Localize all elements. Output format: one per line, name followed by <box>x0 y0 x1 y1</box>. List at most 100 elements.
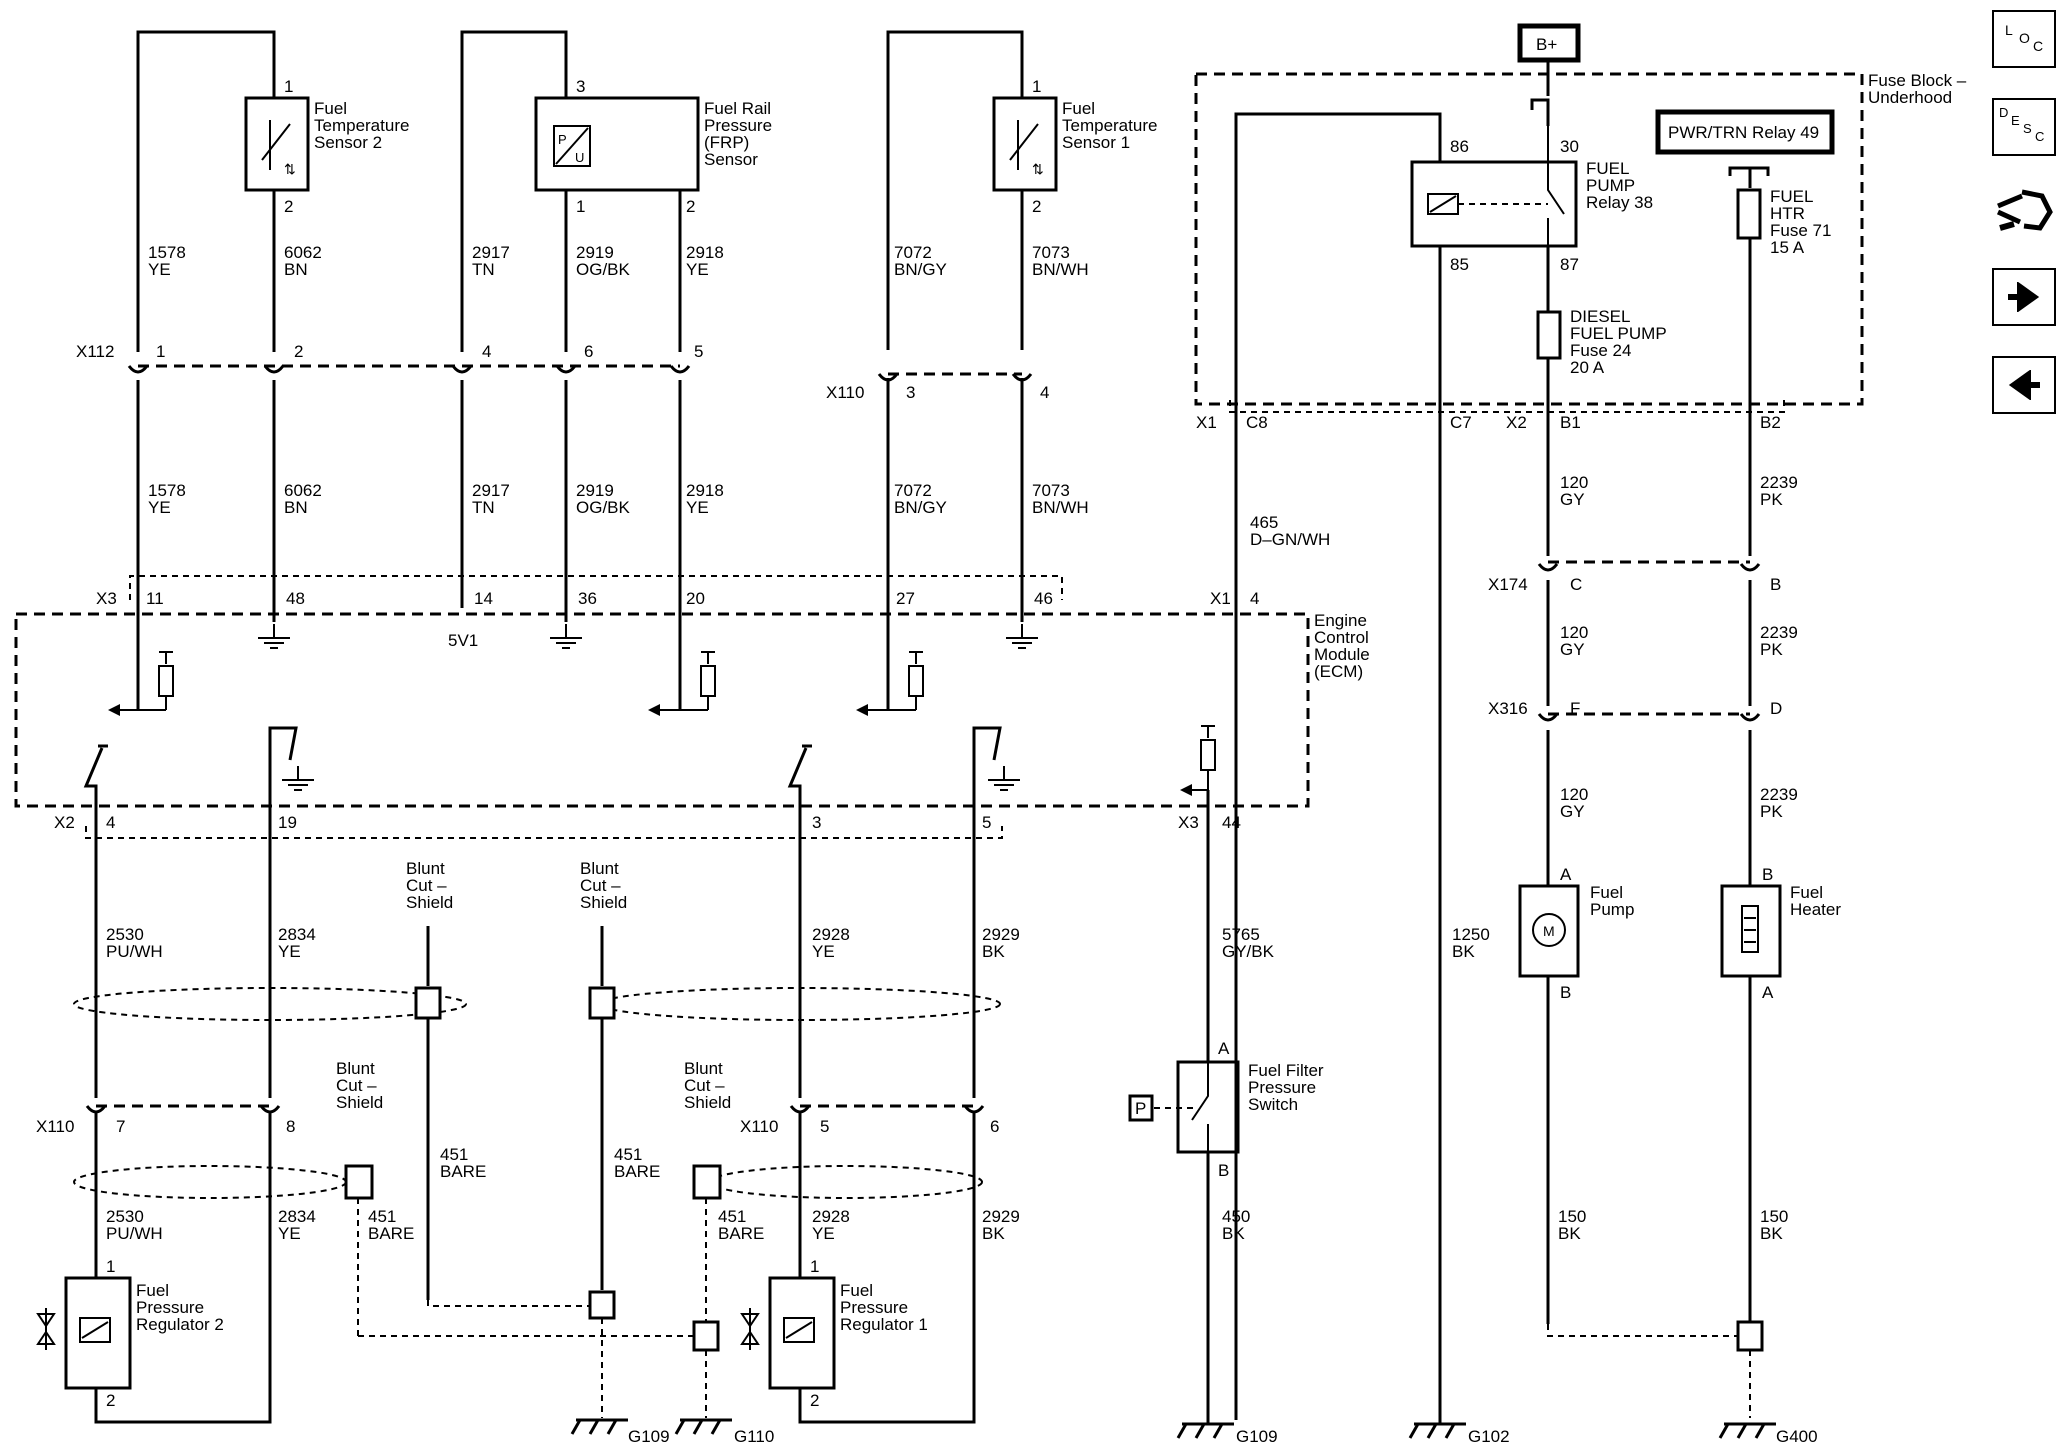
x112-name: X112 <box>76 342 114 361</box>
connector-tools-icon[interactable] <box>1992 182 2056 240</box>
x1b-c8: C8 <box>1246 413 1268 432</box>
ffps-pb: B <box>1218 1161 1229 1180</box>
x174-c: C <box>1570 575 1582 594</box>
fts2-pin-bot: 2 <box>284 197 293 216</box>
x110c-p6: 6 <box>990 1117 999 1136</box>
x2b-pin: 4 <box>106 813 115 832</box>
x3a-pin: 27 <box>896 589 915 608</box>
svg-text:⇅: ⇅ <box>284 161 296 177</box>
svg-text:U: U <box>575 150 584 165</box>
frp-pin-top: 3 <box>576 77 585 96</box>
x2a-name: X2 <box>1506 413 1527 432</box>
previous-arrow-button[interactable] <box>1992 356 2056 414</box>
x2a-b1: B1 <box>1560 413 1581 432</box>
fpr2-p1: 1 <box>106 1257 115 1276</box>
x316-name: X316 <box>1488 699 1528 718</box>
x3a-pin: 11 <box>146 589 164 608</box>
x2b-pin: 3 <box>812 813 821 832</box>
x3a-pin: 14 <box>474 589 493 608</box>
x3a-pin: 48 <box>286 589 305 608</box>
x1b-name: X1 <box>1196 413 1217 432</box>
fpr1-p2: 2 <box>810 1391 819 1410</box>
r30: 30 <box>1560 137 1579 156</box>
x110a-p4: 4 <box>1040 383 1049 402</box>
svg-text:P: P <box>558 132 567 147</box>
frp-sensor <box>534 96 700 192</box>
x3b-pin: 44 <box>1222 813 1241 832</box>
fpr2-p2: 2 <box>106 1391 115 1410</box>
svg-text:C: C <box>2033 38 2043 54</box>
svg-text:L: L <box>2005 22 2013 38</box>
x112-pin: 6 <box>584 342 593 361</box>
fuel-pump <box>1518 884 1580 978</box>
x2a-b2: B2 <box>1760 413 1781 432</box>
pump-pa: A <box>1560 865 1572 884</box>
x2b-name: X2 <box>54 813 75 832</box>
svg-text:D: D <box>1999 105 2008 120</box>
x110b-p7: 7 <box>116 1117 125 1136</box>
x112-pin: 2 <box>294 342 303 361</box>
motor-m: M <box>1543 923 1555 939</box>
r85: 85 <box>1450 255 1469 274</box>
svg-text:S: S <box>2023 121 2032 136</box>
frp-pin-l: 1 <box>576 197 585 216</box>
pump-pb: B <box>1560 983 1571 1002</box>
next-arrow-button[interactable] <box>1992 268 2056 326</box>
x112-pin: 5 <box>694 342 703 361</box>
x316-d: D <box>1770 699 1782 718</box>
x1b-c7: C7 <box>1450 413 1472 432</box>
fuse-block: Fuse Block –Underhood <box>1868 71 1967 107</box>
ground-label: G400 <box>1776 1427 1818 1446</box>
x2b-pin: 5 <box>982 813 991 832</box>
x110c-p5: 5 <box>820 1117 829 1136</box>
fuel-temperature-sensor-1 <box>992 96 1058 192</box>
ground-label: G109 <box>628 1427 670 1446</box>
frp-pin-r: 2 <box>686 197 695 216</box>
x3a-name: X3 <box>96 589 117 608</box>
fuel-temperature-sensor-2 <box>244 96 310 192</box>
fts1-pin-top: 1 <box>1032 77 1041 96</box>
x174-name: X174 <box>1488 575 1528 594</box>
x174-b: B <box>1770 575 1781 594</box>
fts1-pin-bot: 2 <box>1032 197 1041 216</box>
bplus: B+ <box>1536 35 1557 54</box>
heater-pa: A <box>1762 983 1774 1002</box>
ffps-pa: A <box>1218 1039 1230 1058</box>
